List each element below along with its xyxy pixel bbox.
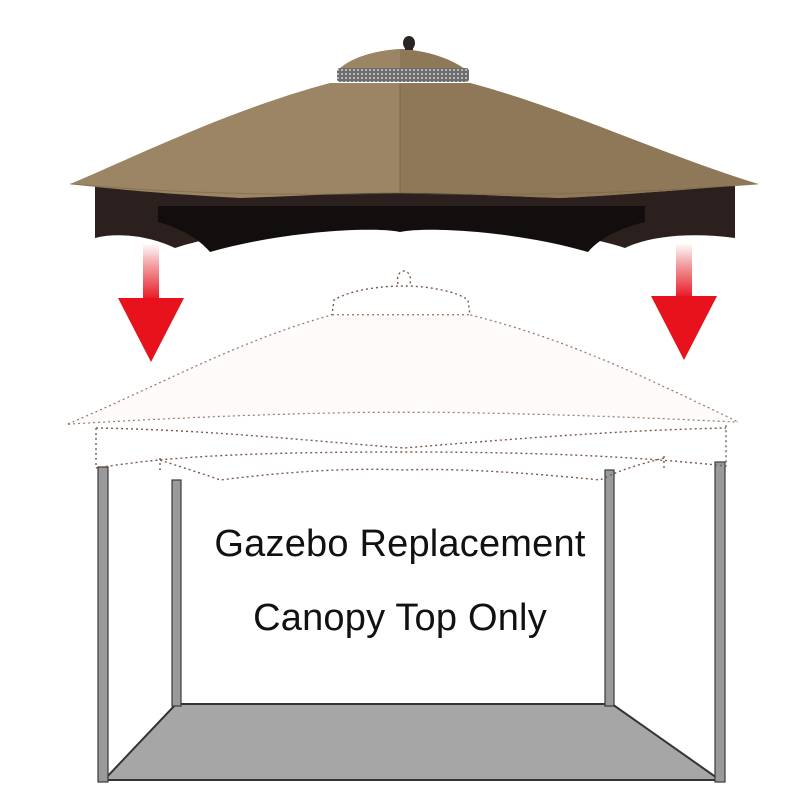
caption-line-2: Canopy Top Only [253, 597, 547, 639]
inner-valance [158, 206, 645, 252]
post-back-right [604, 469, 615, 707]
replacement-canopy [69, 36, 759, 252]
arrow-down-icon [118, 243, 184, 362]
caption-line-1: Gazebo Replacement [214, 523, 586, 565]
canopy-roof-shade [400, 83, 758, 198]
arrow-down-icon [651, 243, 717, 360]
post-back-left [171, 479, 182, 707]
floor [101, 703, 724, 781]
post-front-left [97, 466, 109, 783]
vent-mesh [337, 68, 469, 82]
post-front-right [714, 461, 726, 783]
gazebo-frame [97, 461, 726, 783]
